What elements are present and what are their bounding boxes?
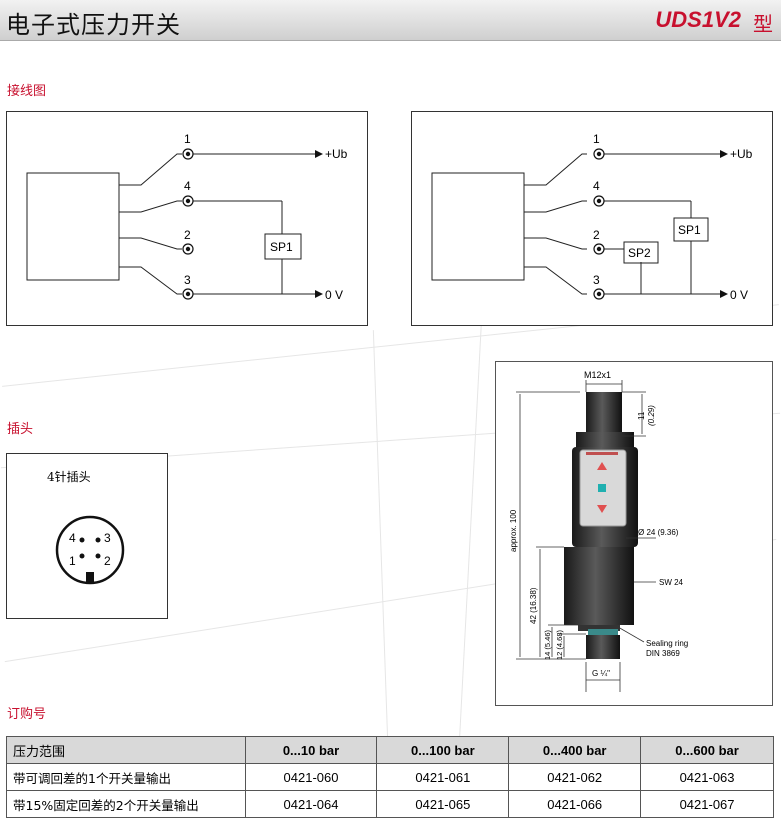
connector-pinout: 4 3 1 2 [55,515,125,585]
pin-label: 3 [593,273,600,287]
table-header: 压力范围 [6,736,246,764]
pin-label: 2 [593,228,600,242]
seal-label: DIN 3869 [646,649,680,658]
connector-panel: 4针插头 4 3 1 2 [6,453,168,619]
pin-label: 4 [184,179,191,193]
pin-label: 1 [593,132,600,146]
order-table: 压力范围 0...10 bar 0...100 bar 0...400 bar … [6,736,774,818]
connector-pin-label: 1 [69,554,76,568]
table-cell: 0421-067 [640,790,774,818]
port-label: G ¼" [592,669,610,678]
table-cell: 0421-066 [508,790,642,818]
model-name: UDS1V2 [655,7,741,32]
connector-pin-label: 4 [69,531,76,545]
wiring-diagram-1sp-svg: 1 4 2 3 +Ub 0 V SP1 [26,132,348,302]
connector-pin-label: 2 [104,554,111,568]
table-cell: 0421-060 [244,763,378,791]
bg-line [459,320,482,740]
table-cell: 0421-062 [508,763,642,791]
pin-label: 2 [184,228,191,242]
page-title: 电子式压力开关 [6,11,181,39]
supply-label: +Ub [325,147,348,161]
switch-label: SP1 [270,240,293,254]
table-cell: 带可调回差的1个开关量输出 [6,763,246,791]
wiring-diagram-2sp-svg: 1 4 2 3 +Ub 0 V SP1 SP2 [431,132,753,302]
dim-label: Ø 24 (9.36) [638,528,679,537]
dim-label: approx. 100 [509,509,518,552]
section-connector-label: 插头 [7,422,34,437]
dim-label: 12 (4.68) [555,629,564,660]
pin-label: 4 [593,179,600,193]
table-cell: 带15%固定回差的2个开关量输出 [6,790,246,818]
table-header-row: 压力范围 0...10 bar 0...100 bar 0...400 bar … [6,736,774,764]
page-header: 电子式压力开关 UDS1V2 型 [0,0,781,41]
table-header: 0...10 bar [244,736,378,764]
table-row: 带15%固定回差的2个开关量输出 0421-064 0421-065 0421-… [6,790,774,818]
connector-title: 4针插头 [47,470,91,484]
table-cell: 0421-061 [376,763,510,791]
table-header: 0...600 bar [640,736,774,764]
supply-label: +Ub [730,147,753,161]
dimension-drawing: M12x1 11 (0.29) approx. 100 Ø 24 (9.36) … [495,361,773,706]
ground-label: 0 V [325,288,343,302]
wiring-diagram-2sp: 1 4 2 3 +Ub 0 V SP1 SP2 [411,111,773,326]
section-ordering-label: 订购号 [7,707,47,722]
dim-label: (0.29) [647,405,656,426]
model-suffix: 型 [753,12,773,36]
dim-label: 42 (16.38) [529,587,538,624]
table-cell: 0421-063 [640,763,774,791]
ground-label: 0 V [730,288,748,302]
sw-label: SW 24 [659,578,684,587]
table-cell: 0421-065 [376,790,510,818]
pin-label: 3 [184,273,191,287]
table-cell: 0421-064 [244,790,378,818]
thread-label: M12x1 [584,370,611,380]
dim-label: 14 (5.46) [543,629,552,660]
dim-label: 11 [637,411,646,420]
table-row: 带可调回差的1个开关量输出 0421-060 0421-061 0421-062… [6,763,774,791]
switch2-label: SP2 [628,246,651,260]
section-wiring-label: 接线图 [7,84,47,99]
table-header: 0...100 bar [376,736,510,764]
seal-label: Sealing ring [646,639,688,648]
bg-line [372,330,389,740]
switch1-label: SP1 [678,223,701,237]
wiring-diagram-1sp: 1 4 2 3 +Ub 0 V SP1 [6,111,368,326]
table-header: 0...400 bar [508,736,642,764]
connector-pin-label: 3 [104,531,111,545]
pin-label: 1 [184,132,191,146]
dimension-drawing-svg: M12x1 11 (0.29) approx. 100 Ø 24 (9.36) … [509,370,688,692]
